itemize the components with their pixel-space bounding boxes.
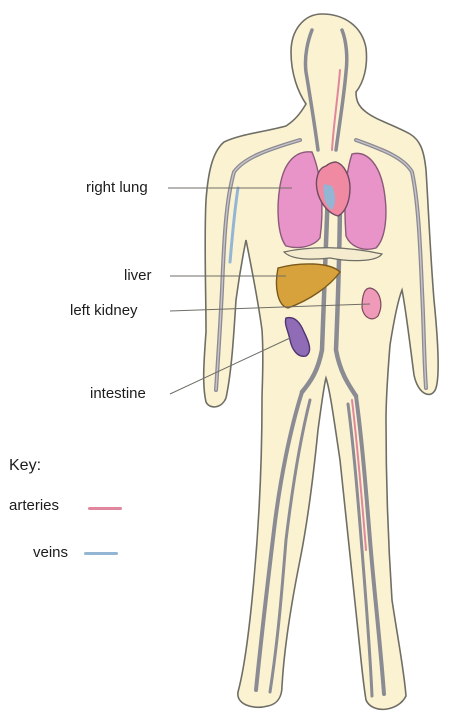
- artery-swatch: [88, 507, 122, 510]
- label-intestine: intestine: [90, 386, 146, 401]
- key-arteries-label: arteries: [9, 498, 59, 513]
- label-liver: liver: [124, 268, 152, 283]
- key-title: Key:: [9, 458, 41, 474]
- kidney-shape: [362, 288, 381, 319]
- label-left-kidney: left kidney: [70, 303, 138, 318]
- vein-swatch: [84, 552, 118, 555]
- label-right-lung: right lung: [86, 180, 148, 195]
- key-veins-label: veins: [33, 545, 68, 560]
